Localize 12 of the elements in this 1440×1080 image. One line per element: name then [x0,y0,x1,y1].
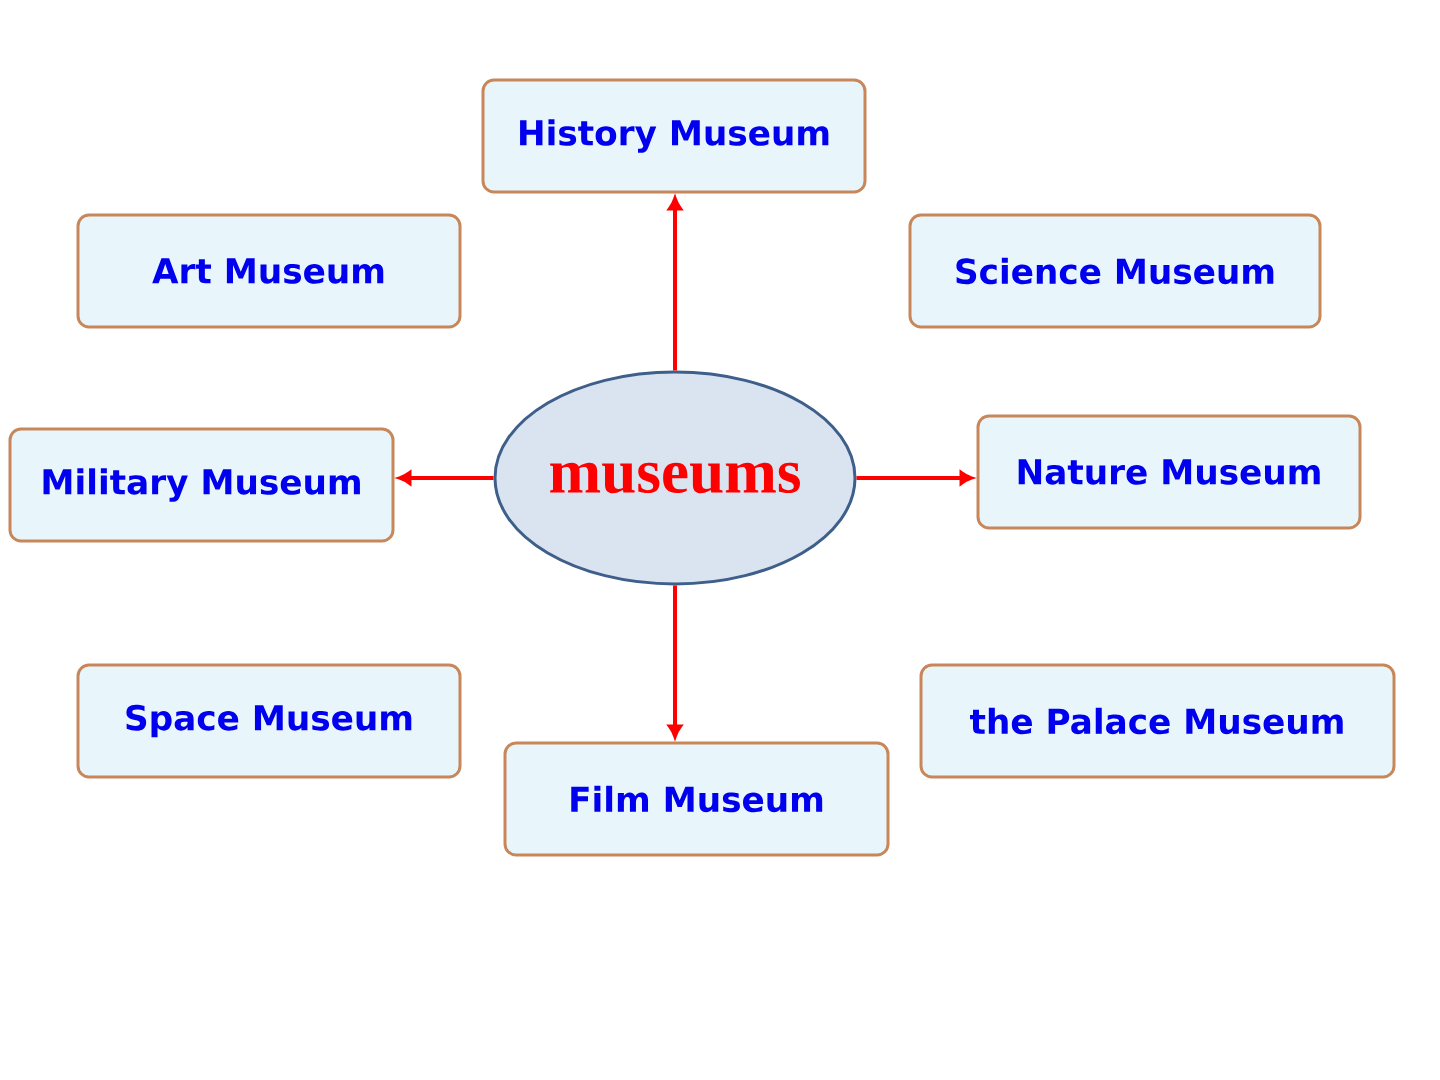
arrow [667,585,683,739]
museum-box: Science Museum [908,213,1322,329]
museum-box: Military Museum [8,427,395,543]
museum-box: History Museum [481,78,867,194]
museum-box: Nature Museum [976,414,1362,530]
arrow [397,470,494,486]
arrow [856,470,974,486]
museum-box: Art Museum [76,213,462,329]
museum-box: Space Museum [76,663,462,779]
museum-box: Film Museum [503,741,890,857]
arrow [667,196,683,371]
museum-box: the Palace Museum [919,663,1396,779]
